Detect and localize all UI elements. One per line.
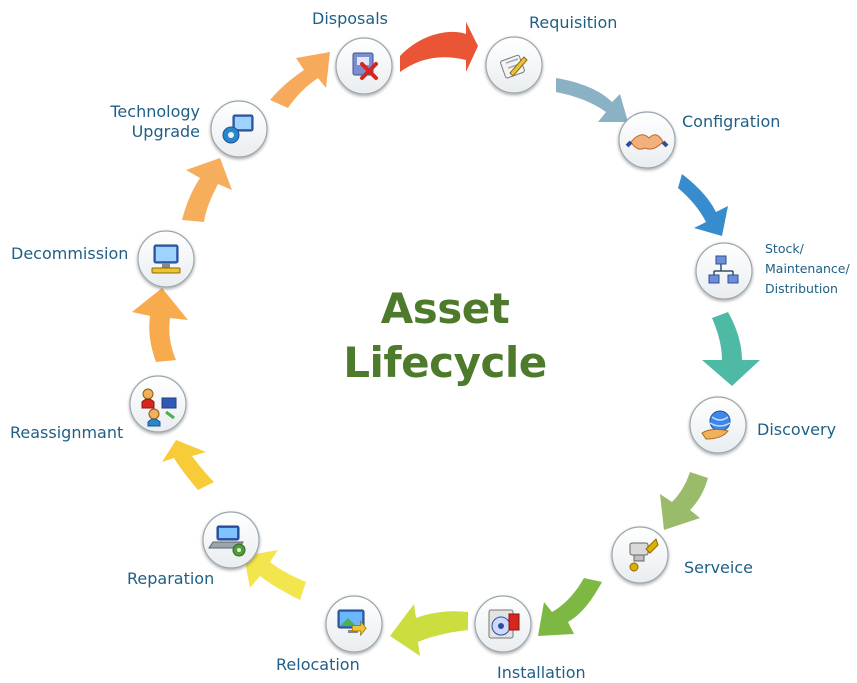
stage-requisition bbox=[485, 36, 543, 94]
relocation-monitor-icon bbox=[337, 609, 367, 637]
stage-reparation bbox=[202, 511, 260, 569]
reparation-laptop-gear-icon bbox=[208, 525, 246, 557]
arrow-serveice-to-installation bbox=[538, 578, 602, 636]
stage-decommission bbox=[137, 230, 195, 288]
arrow-requisition-to-configration bbox=[556, 78, 628, 122]
stage-installation bbox=[474, 595, 532, 653]
label-upgrade-line-2: Upgrade bbox=[131, 122, 200, 141]
label-reassignmant: Reassignmant bbox=[10, 423, 124, 442]
stage-stock-maintenance-distribution bbox=[695, 242, 753, 300]
label-requisition: Requisition bbox=[529, 13, 618, 32]
label-upgrade-line-1: Technology bbox=[110, 102, 200, 121]
label-stock-line-1: Stock/ bbox=[765, 241, 804, 256]
label-stock-line-3: Distribution bbox=[765, 281, 838, 296]
stage-serveice bbox=[611, 526, 669, 584]
stage-configration bbox=[618, 111, 676, 169]
service-tools-icon bbox=[629, 538, 659, 572]
arrow-reparation-to-reassignmant bbox=[162, 440, 214, 490]
stage-relocation bbox=[325, 595, 383, 653]
stage-technology-upgrade bbox=[210, 100, 268, 158]
requisition-icon bbox=[500, 54, 528, 79]
globe-hand-icon bbox=[701, 410, 731, 440]
reassign-users-icon bbox=[141, 388, 177, 427]
label-stock-line-2: Maintenance/ bbox=[765, 261, 850, 276]
arrow-stock-to-discovery bbox=[702, 312, 760, 386]
title-line-1: Asset bbox=[380, 284, 510, 333]
arrow-discovery-to-serveice bbox=[660, 472, 708, 530]
stage-reassignmant bbox=[129, 375, 187, 433]
arrow-upgrade-to-disposals bbox=[270, 52, 330, 108]
installation-cd-icon bbox=[488, 609, 520, 639]
label-technology-upgrade: Technology Upgrade bbox=[95, 102, 200, 142]
disposal-icon bbox=[352, 52, 378, 80]
label-reparation: Reparation bbox=[127, 569, 215, 588]
label-configration: Configration bbox=[682, 112, 781, 131]
stage-disposals bbox=[335, 37, 393, 95]
label-disposals: Disposals bbox=[312, 9, 388, 28]
decommission-computer-icon bbox=[151, 244, 181, 274]
label-discovery: Discovery bbox=[757, 420, 837, 439]
arrow-relocation-to-reparation bbox=[244, 550, 306, 600]
label-stock-maintenance-distribution: Stock/ Maintenance/ Distribution bbox=[765, 239, 850, 299]
network-icon bbox=[708, 255, 739, 284]
upgrade-computer-gear-icon bbox=[222, 114, 254, 144]
stage-discovery bbox=[689, 396, 747, 454]
title-line-2: Lifecycle bbox=[343, 338, 547, 387]
arrow-configration-to-stock bbox=[678, 174, 728, 236]
arrow-decommission-to-upgrade bbox=[182, 158, 232, 222]
label-decommission: Decommission bbox=[11, 244, 129, 263]
arrow-reassignmant-to-decommission bbox=[132, 288, 188, 362]
label-serveice: Serveice bbox=[684, 558, 753, 577]
handshake-icon bbox=[625, 134, 669, 150]
arrow-installation-to-relocation bbox=[390, 604, 468, 656]
arrow-disposals-to-requisition bbox=[400, 22, 478, 72]
label-relocation: Relocation bbox=[276, 655, 360, 674]
label-installation: Installation bbox=[497, 663, 586, 682]
diagram-title: Asset Lifecycle bbox=[300, 282, 590, 390]
